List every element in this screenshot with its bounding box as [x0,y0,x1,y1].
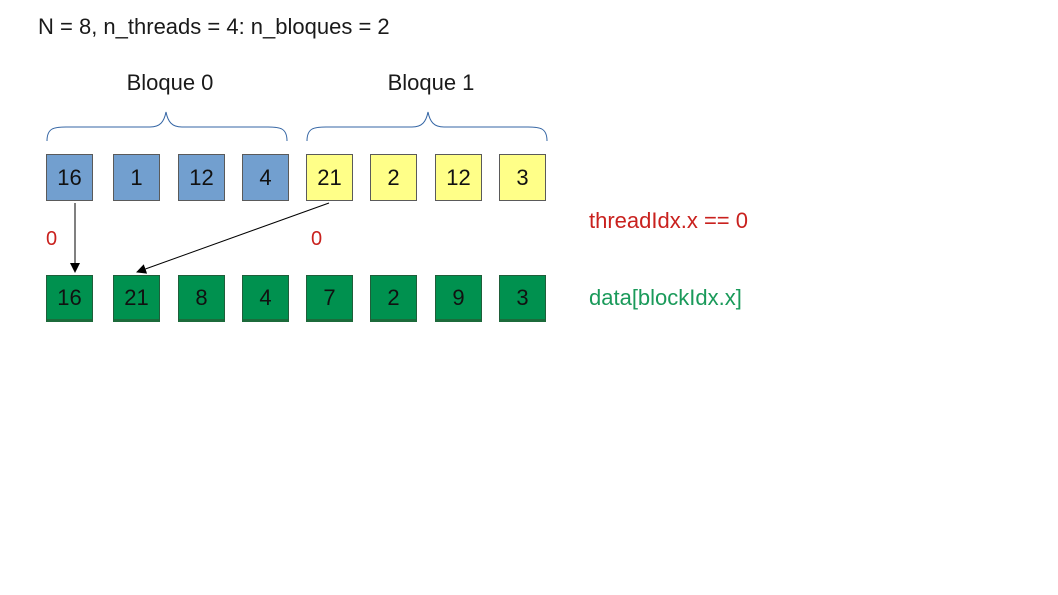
block-0-brace [46,111,288,142]
thread-zero-label-block-1: 0 [311,228,323,250]
input-cell-4: 21 [306,154,353,201]
block-0-label: Bloque 0 [126,70,214,95]
input-cell-7: 3 [499,154,546,201]
arrow-block-1-to-output-1 [136,202,330,274]
output-cell-5: 2 [370,275,417,322]
block-1-brace [306,111,548,142]
thread-condition-label: threadIdx.x == 0 [589,208,748,233]
output-cell-7: 3 [499,275,546,322]
output-cell-1: 21 [113,275,160,322]
input-cell-0: 16 [46,154,93,201]
output-array-label: data[blockIdx.x] [589,285,742,310]
thread-zero-label-block-0: 0 [46,228,58,250]
output-cell-0: 16 [46,275,93,322]
input-cell-6: 12 [435,154,482,201]
input-cell-2: 12 [178,154,225,201]
input-cell-1: 1 [113,154,160,201]
block-1-label: Bloque 1 [387,70,475,95]
input-cell-5: 2 [370,154,417,201]
output-cell-3: 4 [242,275,289,322]
output-cell-6: 9 [435,275,482,322]
input-cell-3: 4 [242,154,289,201]
output-cell-2: 8 [178,275,225,322]
output-cell-4: 7 [306,275,353,322]
diagram-title: N = 8, n_threads = 4: n_bloques = 2 [38,14,390,39]
